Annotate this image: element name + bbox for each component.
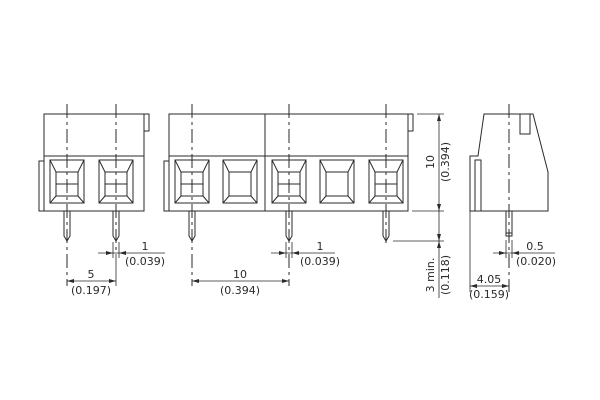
- side-view: [469, 104, 549, 292]
- svg-text:5: 5: [88, 268, 95, 281]
- svg-text:(0.394): (0.394): [220, 284, 260, 297]
- dim-offset-4-05: 4.05 (0.159): [469, 211, 509, 301]
- svg-text:(0.197): (0.197): [71, 284, 111, 297]
- five-pole-front-view: [163, 104, 414, 286]
- wire-entry: [222, 159, 258, 204]
- svg-text:(0.394): (0.394): [439, 142, 452, 182]
- svg-text:(0.039): (0.039): [300, 255, 340, 268]
- wire-entry: [319, 159, 355, 204]
- dim-pin-thickness: 0.5 (0.020): [493, 240, 556, 268]
- svg-text:3 min.: 3 min.: [424, 258, 437, 293]
- svg-text:(0.159): (0.159): [469, 288, 509, 301]
- svg-text:10: 10: [424, 155, 437, 169]
- dim-height-10: 10 (0.394): [412, 113, 452, 212]
- dim-pitch-10: 10 (0.394): [192, 268, 289, 297]
- svg-text:(0.039): (0.039): [125, 255, 165, 268]
- svg-text:0.5: 0.5: [526, 240, 544, 253]
- svg-text:(0.020): (0.020): [516, 255, 556, 268]
- dim-pitch-5: 5 (0.197): [67, 254, 117, 297]
- svg-text:4.05: 4.05: [477, 273, 502, 286]
- two-pole-front-view: [38, 104, 150, 286]
- svg-text:1: 1: [317, 240, 324, 253]
- svg-text:(0.118): (0.118): [439, 255, 452, 295]
- svg-text:10: 10: [233, 268, 247, 281]
- dim-pin-length: 3 min. (0.118): [393, 211, 452, 298]
- svg-text:1: 1: [142, 240, 149, 253]
- dim-pin-width-mid: 1 (0.039): [271, 240, 340, 268]
- dim-pin-width-left: 1 (0.039): [98, 240, 165, 268]
